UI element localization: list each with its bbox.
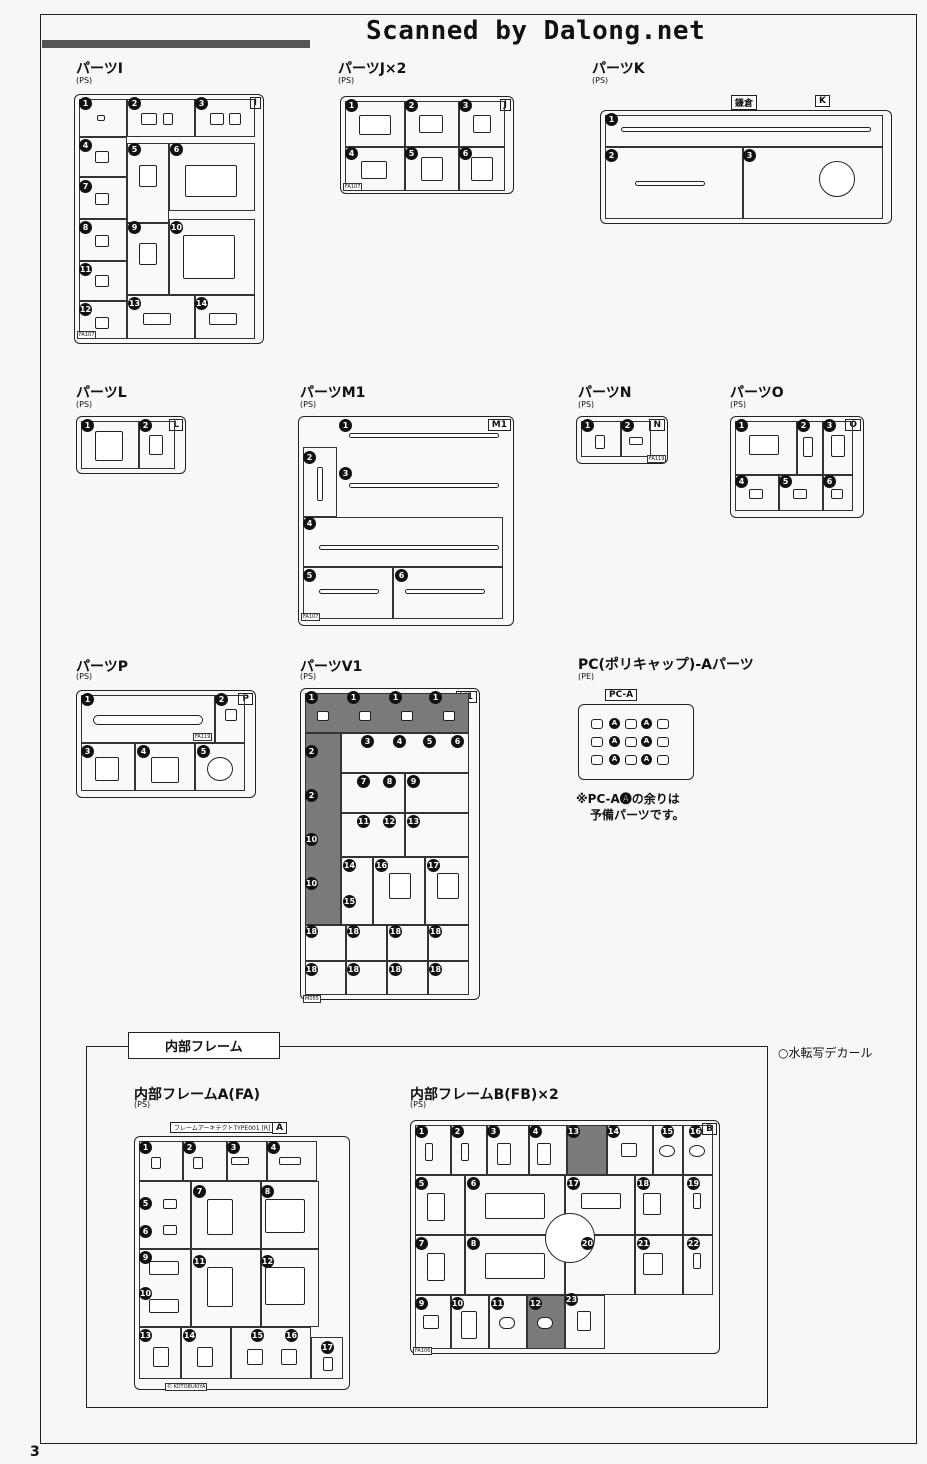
stamp-V1: M055 — [303, 995, 321, 1003]
page-number: 3 — [30, 1444, 40, 1460]
section-title-FA: 内部フレームA(FA) — [134, 1087, 261, 1103]
stamp-N: FA119 — [647, 455, 667, 463]
tag-K: K — [815, 95, 830, 107]
material-O: (PS) — [730, 400, 747, 409]
stamp-I: FA107 — [77, 331, 97, 339]
material-K: (PS) — [592, 76, 609, 85]
tag-FA: A — [272, 1122, 287, 1134]
section-title-K: パーツK — [592, 61, 645, 77]
pc-note-line1: ※PC-A🅐の余りは — [576, 792, 680, 806]
header-bar — [42, 40, 310, 48]
section-title-J: パーツJ×2 — [338, 61, 407, 77]
material-L: (PS) — [76, 400, 93, 409]
material-PC: (PE) — [578, 672, 595, 681]
material-M1: (PS) — [300, 400, 317, 409]
tag-O: O — [845, 419, 861, 431]
material-FB: (PS) — [410, 1100, 427, 1109]
fa-copyright: © KOTOBUKIYA — [165, 1383, 208, 1391]
tag-I: I — [249, 97, 261, 109]
section-title-M1: パーツM1 — [300, 385, 366, 401]
material-N: (PS) — [578, 400, 595, 409]
tag-PC: PC-A — [605, 689, 638, 701]
tag-L: L — [169, 419, 183, 431]
section-title-PC: PC(ポリキャップ)-Aパーツ — [578, 657, 754, 673]
material-V1: (PS) — [300, 672, 317, 681]
stamp-FB: FA106 — [413, 1347, 433, 1355]
tag-K-text: 鎌倉 — [731, 95, 758, 110]
section-title-V1: パーツV1 — [300, 659, 363, 675]
tag-M1: M1 — [487, 419, 511, 431]
section-title-P: パーツP — [76, 659, 128, 675]
fa-header: フレームアーキテクトTYPE001 [R] — [170, 1122, 275, 1133]
material-J: (PS) — [338, 76, 355, 85]
section-title-N: パーツN — [578, 385, 632, 401]
material-P: (PS) — [76, 672, 93, 681]
section-title-FB: 内部フレームB(FB)×2 — [410, 1087, 559, 1103]
section-title-I: パーツI — [76, 61, 123, 77]
tag-J: J — [499, 99, 511, 111]
tag-P: P — [238, 693, 253, 705]
stamp-M1: FA107 — [301, 613, 321, 621]
stamp-P: FA119 — [193, 733, 213, 741]
inner-frame-box — [86, 1046, 768, 1408]
material-FA: (PS) — [134, 1100, 151, 1109]
material-I: (PS) — [76, 76, 93, 85]
section-title-L: パーツL — [76, 385, 127, 401]
decal-note: ○水転写デカール — [778, 1046, 873, 1060]
page-frame — [40, 14, 917, 1444]
scan-credit: Scanned by Dalong.net — [362, 16, 710, 46]
section-title-O: パーツO — [730, 385, 784, 401]
inner-frame-heading: 内部フレーム — [128, 1032, 280, 1059]
stamp-J: FA107 — [343, 183, 363, 191]
tag-N: N — [649, 419, 665, 431]
tag-FB: B — [702, 1123, 717, 1135]
pc-note-line2: 予備パーツです。 — [590, 808, 685, 822]
